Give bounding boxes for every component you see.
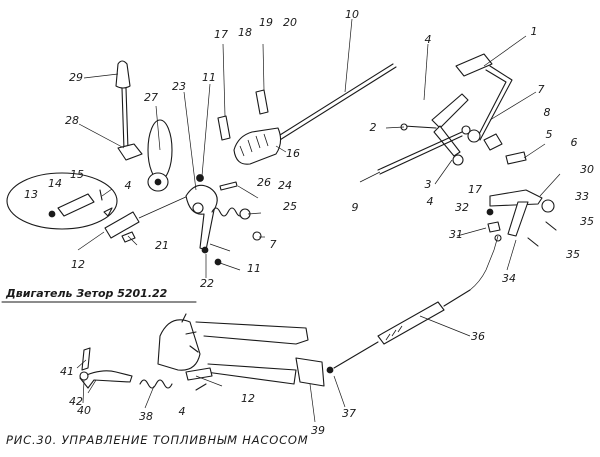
callout-24: 24	[278, 179, 292, 192]
callout-23: 23	[172, 80, 186, 93]
callout-4-left: 4	[125, 179, 132, 192]
callout-22: 22	[200, 277, 214, 290]
callout-15: 15	[70, 168, 84, 181]
rod-10	[271, 63, 397, 144]
callout-5: 5	[546, 128, 553, 141]
callout-8: 8	[544, 106, 551, 119]
callout-4-bottom: 4	[179, 405, 186, 418]
callout-35-bottom: 35	[566, 248, 580, 261]
callout-29: 29	[69, 71, 83, 84]
callout-17-top: 17	[214, 28, 228, 41]
lever-disc	[147, 119, 173, 192]
callout-9: 9	[352, 201, 359, 214]
callout-28: 28	[65, 114, 79, 127]
callout-40: 40	[77, 404, 91, 417]
callout-20: 20	[283, 16, 297, 29]
spring-24	[211, 207, 262, 241]
callout-27: 27	[144, 91, 158, 104]
cable-link-outline	[195, 321, 309, 385]
callout-11-top: 11	[202, 71, 216, 84]
engine-label: Двигатель Зетор 5201.22	[5, 287, 168, 300]
callout-6: 6	[571, 136, 578, 149]
spring-38	[139, 379, 173, 389]
leader-lines	[76, 18, 561, 423]
callout-16: 16	[286, 147, 300, 160]
callout-18: 18	[238, 26, 252, 39]
bracket-39	[295, 357, 334, 387]
callout-39: 39	[311, 424, 325, 437]
callout-21: 21	[155, 239, 169, 252]
pedal-arm	[377, 93, 469, 175]
bellows-16	[233, 127, 282, 165]
callout-42: 42	[69, 395, 83, 408]
callout-11-bottom: 11	[247, 262, 261, 275]
bolt-11	[196, 174, 222, 266]
figure-caption: РИС.30. УПРАВЛЕНИЕ ТОПЛИВНЫМ НАСОСОМ	[6, 433, 309, 447]
clips-18-20	[217, 43, 269, 141]
hand-throttle-lever	[115, 60, 143, 161]
pin-and-linkage	[104, 195, 189, 243]
callout-1: 1	[531, 25, 538, 38]
callout-34: 34	[502, 272, 516, 285]
callout-19: 19	[259, 16, 273, 29]
callout-10: 10	[345, 8, 359, 21]
callout-4-pedal: 4	[427, 195, 434, 208]
cable-36	[333, 235, 499, 369]
callout-31: 31	[449, 228, 463, 241]
callout-4-top: 4	[425, 33, 432, 46]
callout-7-center: 7	[270, 238, 277, 251]
callout-17-right: 17	[468, 183, 482, 196]
detail-callout-circle	[6, 172, 118, 230]
callout-38: 38	[139, 410, 153, 423]
callout-41: 41	[60, 365, 74, 378]
callout-25: 25	[283, 200, 297, 213]
pin-26	[219, 181, 238, 191]
callout-35-top: 35	[580, 215, 594, 228]
pump-body	[157, 313, 201, 371]
callout-7-top: 7	[538, 83, 545, 96]
callout-33: 33	[575, 190, 589, 203]
lever-40-assembly	[79, 347, 133, 389]
callout-14: 14	[48, 177, 62, 190]
rod-12-bottom	[185, 367, 213, 391]
callout-12-left: 12	[71, 258, 85, 271]
callout-26: 26	[257, 176, 271, 189]
callout-12-bottom: 12	[241, 392, 255, 405]
callout-32: 32	[455, 201, 469, 214]
callout-2: 2	[370, 121, 377, 134]
callout-36: 36	[471, 330, 485, 343]
callout-30: 30	[580, 163, 594, 176]
bushing-parts	[461, 125, 527, 165]
callout-37: 37	[342, 407, 356, 420]
callout-13: 13	[24, 188, 38, 201]
accel-arm	[185, 184, 218, 254]
arm-30-lever	[486, 189, 557, 247]
callout-3: 3	[425, 178, 432, 191]
callout-labels: 1 2 3 4 4 4 4 5 6 7 7 8 9 10 11 11 12 12…	[24, 8, 594, 437]
